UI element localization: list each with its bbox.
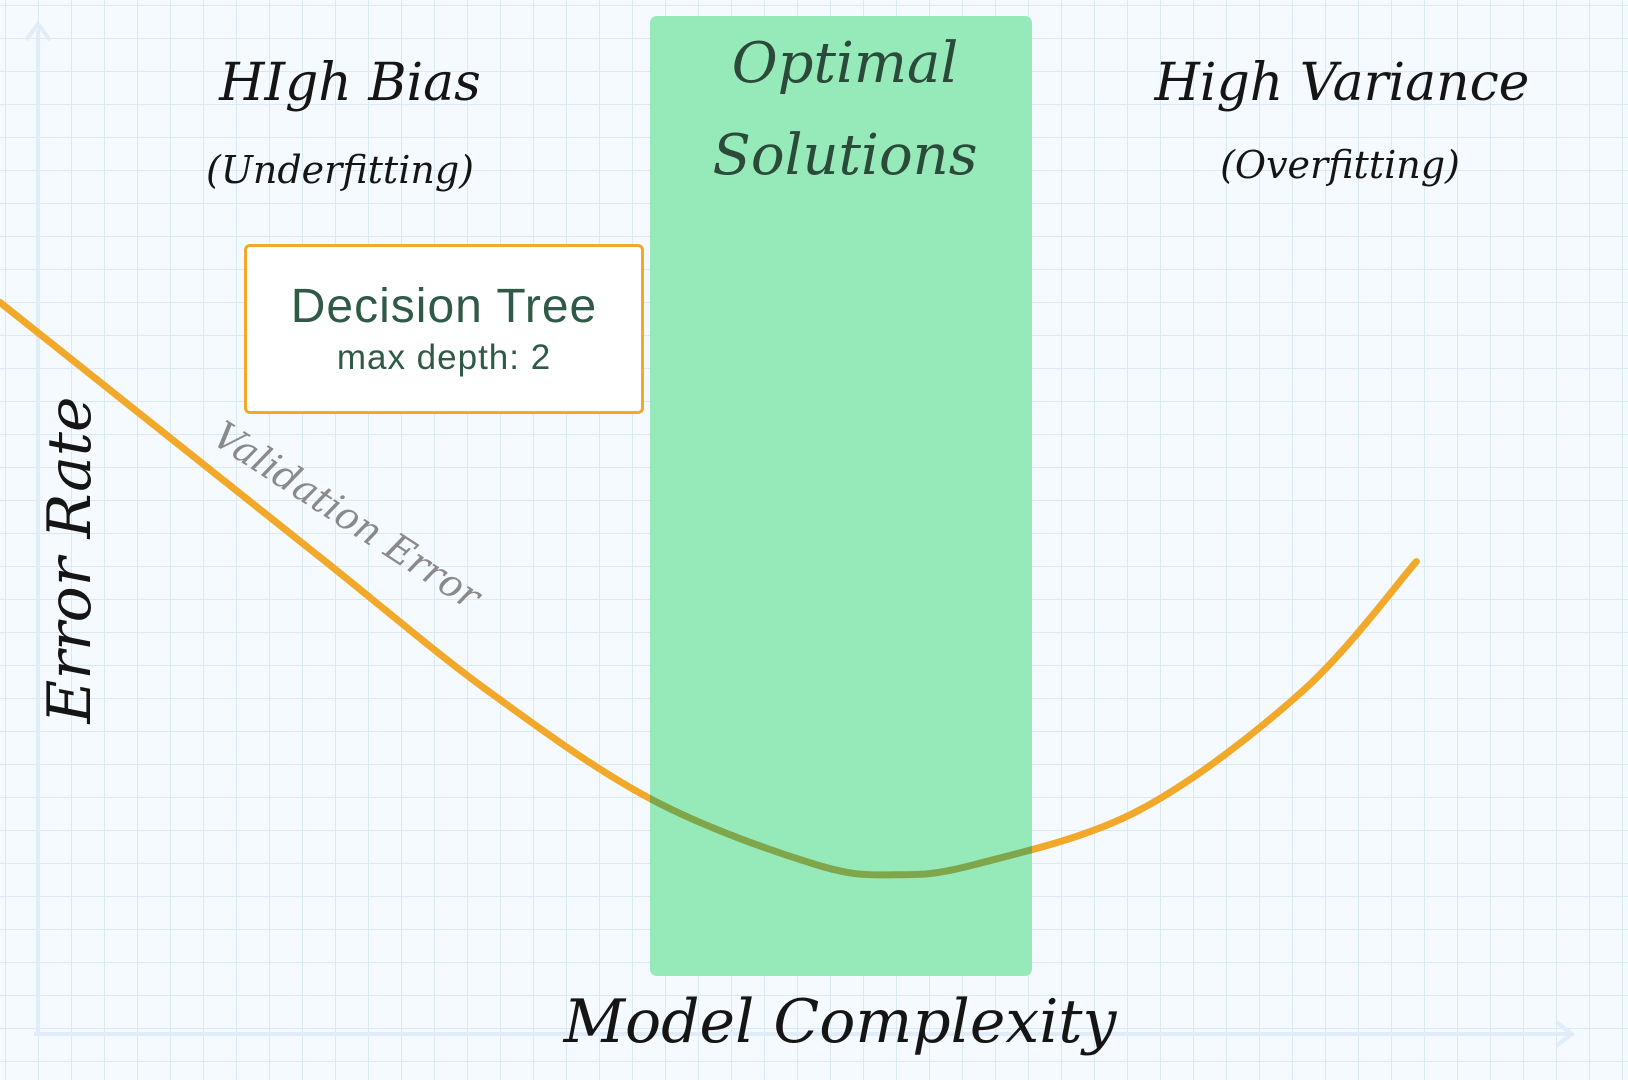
y-axis-label: Error Rate: [35, 397, 105, 725]
x-axis-arrow-icon: [1554, 1020, 1576, 1048]
high-bias-subtitle: (Underfitting): [206, 148, 474, 192]
decision-tree-callout: Decision Tree max depth: 2: [244, 244, 644, 414]
validation-error-line-in-optimal-region: [650, 794, 1032, 879]
callout-title: Decision Tree: [290, 280, 598, 333]
optimal-line-2: Solutions: [713, 123, 978, 188]
high-variance-title: High Variance: [1154, 53, 1530, 113]
optimal-line-1: Optimal: [732, 31, 959, 96]
x-axis-label: Model Complexity: [563, 987, 1118, 1057]
optimal-region: [650, 16, 1032, 976]
high-bias-title: HIgh Bias: [218, 53, 481, 113]
axes: [24, 20, 1576, 1048]
callout-subtitle: max depth: 2: [336, 338, 552, 377]
curve-label: Validation Error: [205, 413, 491, 620]
y-axis-arrow-icon: [24, 20, 52, 42]
high-variance-subtitle: (Overfitting): [1220, 143, 1460, 187]
